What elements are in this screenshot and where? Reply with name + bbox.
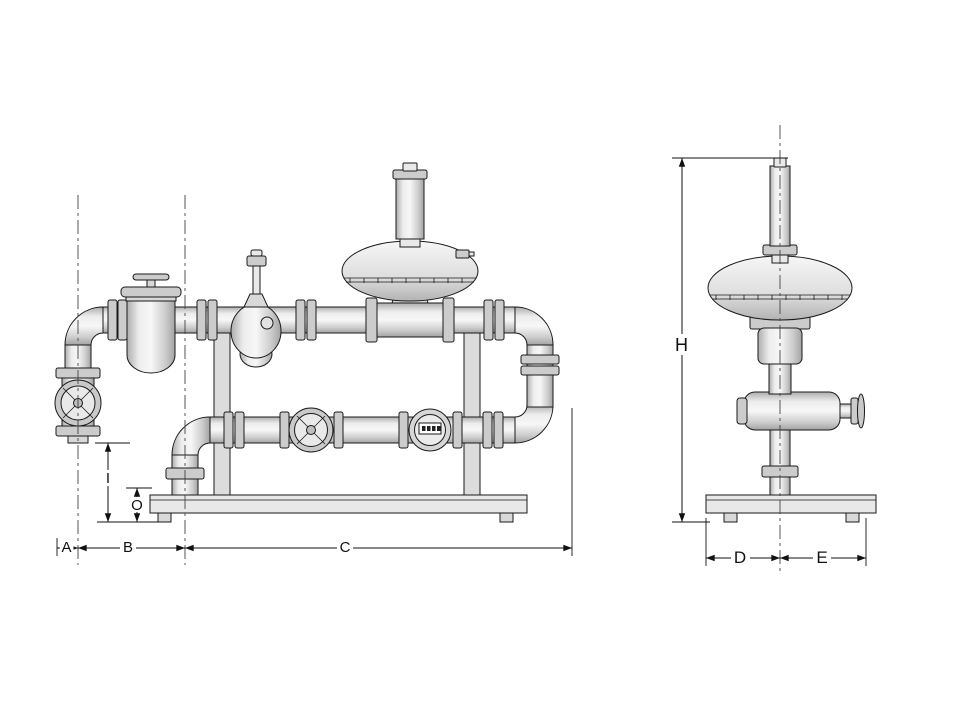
pressure-regulator bbox=[341, 162, 479, 343]
valve-stem bbox=[252, 263, 261, 297]
front-view bbox=[54, 162, 560, 523]
spring-tube bbox=[395, 177, 425, 240]
dome-bolts-side bbox=[715, 295, 843, 300]
dome-bolts bbox=[349, 278, 463, 283]
dim-label-i: I bbox=[106, 470, 110, 487]
dim-label-h: H bbox=[675, 335, 688, 355]
base-foot bbox=[499, 512, 514, 523]
dim-label-e: E bbox=[816, 548, 827, 567]
extension-lines bbox=[56, 157, 867, 566]
dim-label-a: A bbox=[61, 539, 71, 556]
base-foot bbox=[845, 512, 860, 523]
skid-base bbox=[149, 494, 528, 523]
dim-label-d: D bbox=[734, 548, 746, 567]
dim-a: A bbox=[57, 539, 78, 556]
shutoff-valve bbox=[230, 249, 282, 368]
strainer-pot bbox=[120, 273, 182, 374]
dim-b: B bbox=[78, 539, 185, 556]
bypass-valve bbox=[279, 407, 344, 453]
outlet-riser bbox=[165, 416, 211, 496]
bypass-pipe bbox=[209, 411, 516, 449]
dim-e: E bbox=[780, 548, 866, 567]
dim-label-c: C bbox=[340, 539, 351, 556]
dim-o: O bbox=[129, 488, 145, 522]
dim-i: I bbox=[102, 443, 115, 522]
dim-label-o: O bbox=[131, 497, 143, 514]
dim-d: D bbox=[706, 548, 780, 567]
dim-label-b: B bbox=[123, 539, 133, 556]
strainer-handle bbox=[132, 273, 170, 281]
gas-meter bbox=[398, 408, 463, 452]
side-view bbox=[705, 157, 877, 523]
centerlines bbox=[77, 125, 781, 575]
inlet-elbow bbox=[64, 306, 104, 371]
base-foot bbox=[157, 512, 172, 523]
side-valve-handle bbox=[857, 393, 865, 429]
dim-c: C bbox=[185, 539, 572, 556]
side-skid-base bbox=[705, 494, 877, 523]
side-meter-body bbox=[736, 391, 865, 431]
base-foot bbox=[723, 512, 738, 523]
dim-h: H bbox=[671, 158, 692, 522]
vent-fitting bbox=[455, 249, 470, 259]
support-legs bbox=[213, 332, 481, 496]
dimensions: A B C I O H D bbox=[56, 125, 867, 575]
return-elbows bbox=[514, 306, 560, 444]
